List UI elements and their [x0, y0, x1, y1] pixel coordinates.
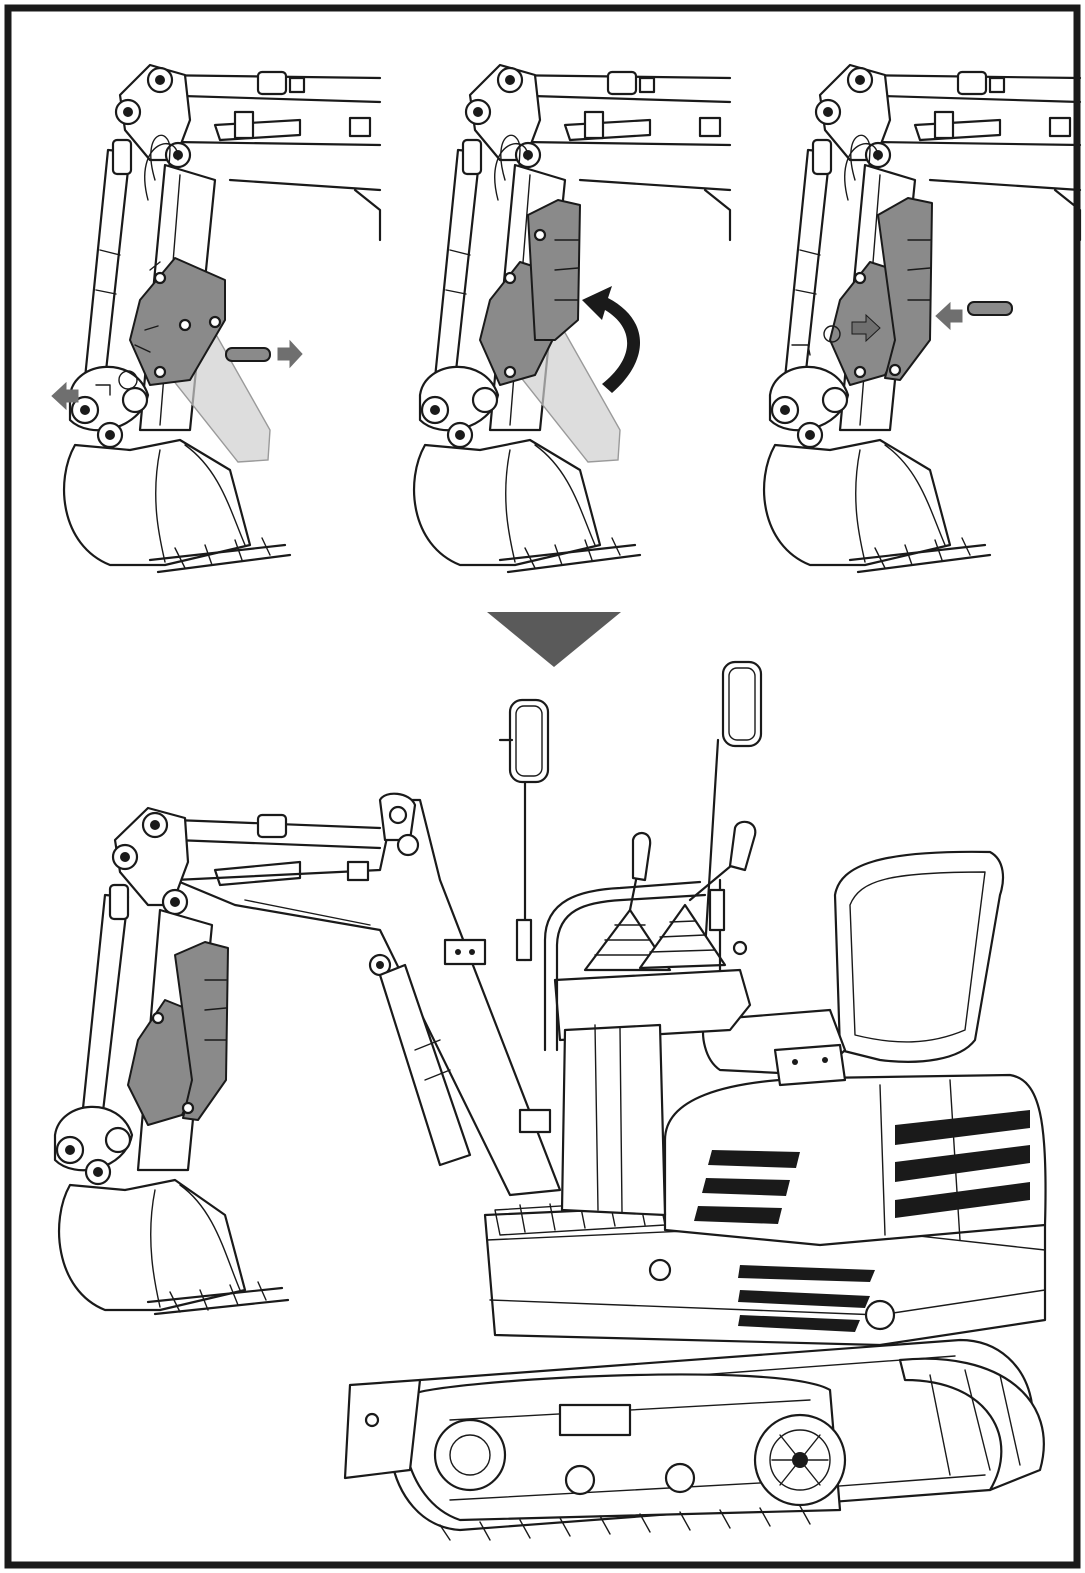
hitch-bracket-lowered-icon — [129, 257, 226, 386]
step-1-panel — [51, 63, 382, 574]
insert-pin-icon — [967, 301, 1013, 316]
insert-clip-arrow-icon — [851, 313, 881, 343]
step-transition-arrow-icon — [487, 612, 621, 667]
push-in-arrow-icon — [935, 301, 963, 331]
step-2-panel — [412, 63, 732, 574]
pull-out-arrow-icon — [277, 339, 303, 369]
removed-pin-icon — [225, 347, 271, 362]
remove-clip-arrow-icon — [51, 381, 79, 411]
curved-rotate-arrow-icon — [582, 286, 641, 393]
step-3-panel — [762, 63, 1082, 574]
figure-frame — [4, 4, 1081, 1569]
mini-excavator-icon — [53, 660, 1047, 1541]
